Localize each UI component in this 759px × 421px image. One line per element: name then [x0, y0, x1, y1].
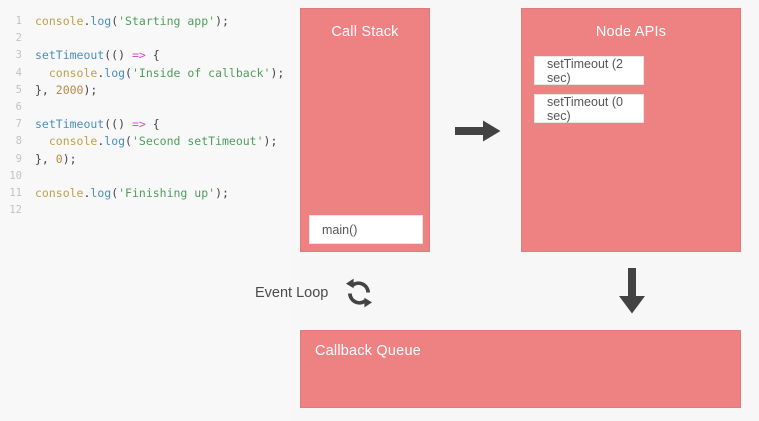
code-line-number: 10: [9, 169, 22, 182]
code-token: ((): [104, 117, 132, 132]
code-line-text: console.log('Inside of callback');: [35, 65, 284, 82]
code-line: 6: [0, 99, 292, 116]
node-apis-box: Node APIs setTimeout (2 sec) setTimeout …: [521, 8, 741, 252]
code-token: [35, 66, 49, 80]
call-stack-box: Call Stack main(): [300, 8, 430, 252]
code-line: 5}, 2000);: [0, 82, 292, 99]
code-token: 2000: [55, 82, 84, 97]
code-line: 2: [0, 30, 292, 47]
code-token: .: [97, 65, 105, 80]
arrow-down-icon: [617, 268, 647, 314]
event-loop-group: Event Loop: [255, 276, 376, 310]
code-line-number: 6: [15, 100, 22, 113]
code-token: );: [83, 82, 98, 97]
code-line-text: setTimeout(() => {: [35, 47, 160, 64]
code-line-number: 7: [15, 118, 22, 131]
call-stack-title: Call Stack: [331, 24, 399, 40]
code-token: =>: [131, 48, 146, 63]
callback-queue-title: Callback Queue: [315, 343, 421, 359]
code-token: [35, 134, 49, 148]
code-token: );: [62, 151, 77, 166]
code-line-text: console.log('Second setTimeout');: [35, 133, 278, 150]
code-token: setTimeout: [35, 117, 105, 132]
code-token: {: [145, 117, 160, 132]
code-token: );: [215, 14, 229, 28]
code-token: 'Finishing up': [118, 185, 216, 200]
code-line-number: 2: [15, 32, 22, 45]
code-token: 0: [55, 151, 63, 166]
code-line-text: console.log('Finishing up');: [35, 185, 229, 202]
code-token: (: [125, 65, 132, 80]
code-line: 8 console.log('Second setTimeout');: [0, 133, 292, 150]
code-line-number: 3: [15, 49, 22, 62]
code-token: log: [90, 14, 112, 28]
code-token: console: [35, 185, 84, 200]
code-token: log: [104, 65, 126, 80]
code-token: 'Starting app': [118, 14, 216, 28]
code-token: );: [263, 134, 278, 149]
code-line-number: 11: [9, 186, 22, 199]
code-token: .: [97, 134, 105, 149]
code-line-text: }, 2000);: [35, 82, 97, 99]
code-line: 9}, 0);: [0, 151, 292, 168]
code-token: .: [83, 185, 91, 200]
code-line-number: 8: [15, 135, 22, 148]
code-line-number: 4: [15, 66, 22, 79]
code-line-text: }, 0);: [35, 151, 77, 168]
node-api-timer-0sec: setTimeout (0 sec): [534, 94, 644, 123]
code-token: 'Second setTimeout': [131, 134, 264, 149]
code-token: );: [270, 65, 285, 80]
code-line: 1 console.log('Starting app');: [0, 13, 292, 30]
code-token: );: [215, 185, 229, 200]
code-token: console: [35, 14, 84, 28]
code-token: (: [125, 134, 132, 149]
node-apis-title: Node APIs: [595, 24, 667, 40]
code-line-text: console.log('Starting app');: [35, 13, 229, 30]
code-token: {: [145, 48, 160, 63]
code-token: console: [48, 65, 98, 80]
code-token: log: [104, 134, 126, 149]
call-stack-frame-main: main(): [309, 215, 423, 244]
code-token: (: [111, 14, 119, 28]
event-loop-label: Event Loop: [255, 285, 329, 301]
code-token: (: [111, 185, 119, 200]
code-token: console: [48, 134, 98, 149]
code-token: setTimeout: [35, 48, 105, 63]
code-line: 7 setTimeout(() => {: [0, 116, 292, 133]
code-line: 12: [0, 202, 292, 219]
code-token: },: [35, 151, 56, 166]
code-token: =>: [131, 117, 146, 132]
code-token: .: [83, 14, 91, 28]
code-token: },: [35, 82, 56, 97]
code-token: log: [90, 185, 112, 200]
code-line-number: 12: [9, 204, 22, 217]
code-line: 11 console.log('Finishing up');: [0, 185, 292, 202]
code-line-number: 9: [15, 152, 22, 165]
arrow-right-icon: [455, 120, 501, 142]
code-token: 'Inside of callback': [131, 65, 271, 80]
code-line: 10: [0, 168, 292, 185]
code-line-number: 5: [15, 83, 22, 96]
code-line: 4 console.log('Inside of callback');: [0, 65, 292, 82]
code-line-text: setTimeout(() => {: [35, 116, 160, 133]
code-line: 3 setTimeout(() => {: [0, 47, 292, 64]
code-line-number: 1: [15, 15, 22, 27]
callback-queue-box: Callback Queue: [300, 330, 741, 408]
code-token: ((): [104, 48, 132, 63]
node-api-timer-2sec: setTimeout (2 sec): [534, 56, 644, 85]
sync-circular-arrows-icon: [342, 276, 376, 310]
